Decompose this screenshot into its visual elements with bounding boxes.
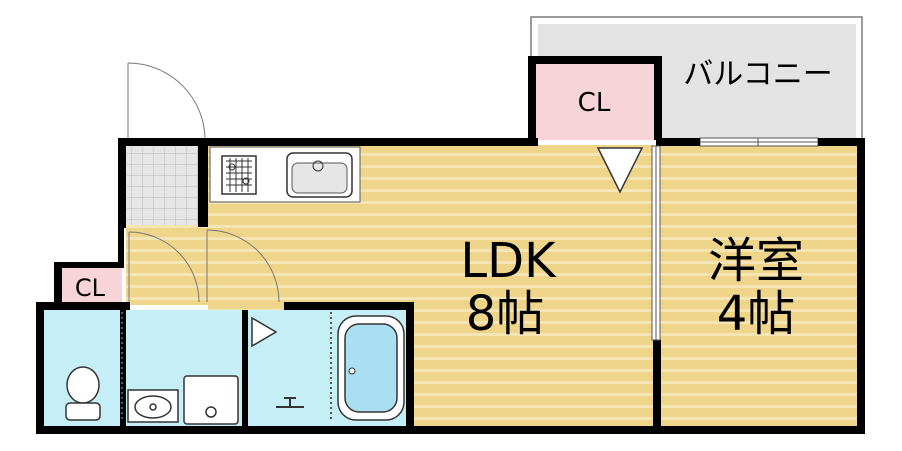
washer-space-marker [251,316,278,348]
closet-upper [531,60,656,140]
closet-lower [58,265,122,303]
hallway-floor [126,225,208,305]
closet-lower-label: CL [75,274,106,302]
entry-door-swing [127,62,206,141]
door-tracks [121,312,332,422]
balcony-label: バルコニー [683,57,832,92]
washbasin-icon [127,389,179,423]
bathtub-icon [337,315,405,421]
toilet-icon [65,366,101,421]
sliding-door [651,145,661,341]
closet-upper-label: CL [578,88,611,118]
door-swings [128,229,280,303]
western-room-size-label: 4帖 [717,286,796,342]
western-room-name-label: 洋室 [708,233,804,289]
stove-icon [221,155,257,195]
washing-machine-pan-icon [183,375,239,425]
fridge-space-marker [596,147,644,194]
ldk-size-label: 8帖 [466,286,545,342]
sink-icon [286,152,353,198]
shower-faucet-icon [276,397,304,408]
ldk-name-label: LDK [460,233,557,289]
balcony-window [699,137,819,147]
entry-tile [126,145,198,225]
kitchen-counter [209,146,361,203]
western-room-floor [658,145,858,427]
walls [36,56,865,434]
